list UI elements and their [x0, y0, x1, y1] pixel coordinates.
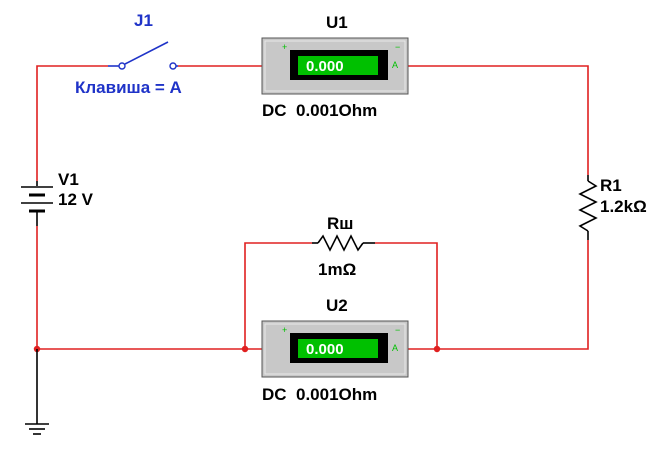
shunt-ref-label: Rш	[327, 214, 353, 233]
wire-r1-u2	[437, 240, 589, 350]
meter-readout	[298, 339, 378, 358]
meter-minus-terminal: −	[395, 42, 400, 52]
wire-shunt-right	[375, 242, 438, 349]
meter-mode-label: DC 0.001Ohm	[262, 385, 377, 404]
switch-ref-label: J1	[134, 11, 153, 30]
switch-j1[interactable]: J1 Клавиша = A	[75, 11, 182, 97]
meter-ref-label: U1	[326, 13, 348, 32]
wire-u1-r1	[408, 65, 589, 175]
meter-ref-label: U2	[326, 296, 348, 315]
junctions	[33, 345, 441, 353]
battery-v1: V1 12 V	[21, 170, 94, 349]
r1-ref-label: R1	[600, 176, 622, 195]
meter-minus-terminal: −	[395, 325, 400, 335]
meter-mode-label: DC 0.001Ohm	[262, 101, 377, 120]
meter-plus-terminal: +	[282, 325, 287, 335]
meter-reading: 0.000	[306, 58, 344, 75]
wire-left-top	[36, 65, 108, 181]
resistor-shunt: Rш 1mΩ	[312, 214, 375, 279]
wires	[36, 65, 589, 350]
junction-dot	[241, 345, 249, 353]
meter-unit: A	[392, 343, 398, 353]
battery-ref-label: V1	[58, 170, 79, 189]
battery-value-label: 12 V	[58, 190, 94, 209]
wire-shunt-left	[244, 242, 312, 349]
meter-reading: 0.000	[306, 341, 344, 358]
junction-dot	[433, 345, 441, 353]
shunt-value-label: 1mΩ	[318, 260, 356, 279]
resistor-r1: R1 1.2kΩ	[578, 175, 647, 240]
meter-unit: A	[392, 60, 398, 70]
r1-value-label: 1.2kΩ	[600, 197, 647, 216]
ammeter-u2[interactable]: 0.000 + − A U2 DC 0.001Ohm	[261, 296, 409, 404]
switch-key-label: Клавиша = A	[75, 78, 182, 97]
meter-plus-terminal: +	[282, 42, 287, 52]
ground-symbol	[25, 349, 49, 435]
meter-readout	[298, 56, 378, 75]
ammeter-u1[interactable]: 0.000 + − A U1 DC 0.001Ohm	[261, 13, 409, 120]
